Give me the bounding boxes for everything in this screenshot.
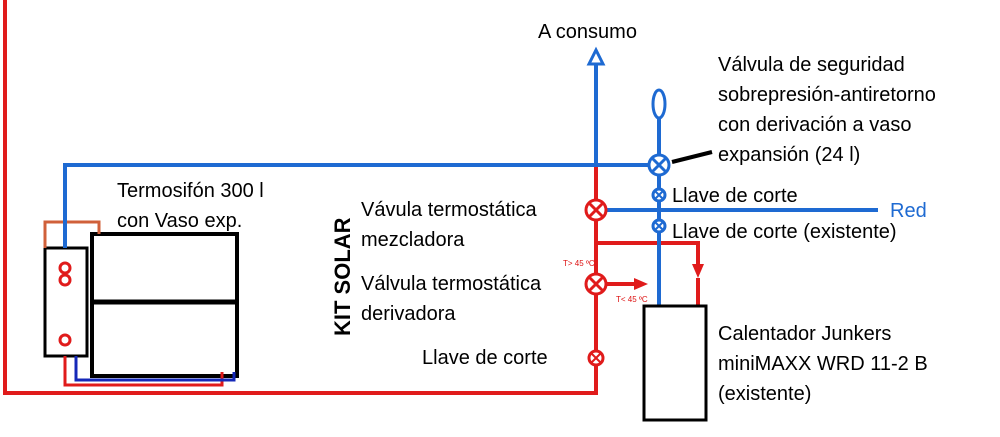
arrow-derivadora xyxy=(634,278,648,290)
solar-collector xyxy=(90,232,239,378)
mixing-valve xyxy=(584,198,608,222)
cold-top-line xyxy=(63,163,659,248)
label-kit-solar: KIT SOLAR xyxy=(330,217,355,336)
llave-corte-bottom xyxy=(587,349,605,367)
label-termosifon-1: Termosifón 300 l xyxy=(117,180,264,202)
return-line xyxy=(74,356,236,382)
label-llave-corte-existente: Llave de corte (existente) xyxy=(672,221,897,243)
label-valvula-seguridad-2: sobrepresión-antiretorno xyxy=(718,84,936,106)
label-t-low: T< 45 ºC xyxy=(616,295,648,304)
label-termosifon-2: con Vaso exp. xyxy=(117,210,242,232)
label-t-high: T> 45 ºC xyxy=(563,259,595,268)
label-calentador-3: (existente) xyxy=(718,383,811,405)
termosifon-tank xyxy=(43,246,89,358)
label-mezcladora-2: mezcladora xyxy=(361,229,465,251)
label-valvula-seguridad-3: con derivación a vaso xyxy=(718,114,911,136)
label-mezcladora-1: Vávula termostática xyxy=(361,199,538,221)
tank-port-mid xyxy=(58,273,72,287)
cold-water-lines xyxy=(63,60,878,306)
collector-frame xyxy=(90,232,239,378)
tank-port-bottom xyxy=(58,333,72,347)
hot-to-heater xyxy=(596,241,700,266)
label-llave-corte: Llave de corte xyxy=(672,185,798,207)
llave-corte-1 xyxy=(651,187,667,203)
safety-valve-leader xyxy=(671,150,713,164)
label-red: Red xyxy=(890,200,927,222)
expansion-vessel xyxy=(651,88,667,120)
calentador-box xyxy=(642,304,708,422)
diverting-valve xyxy=(584,272,608,296)
arrow-consumo xyxy=(586,46,606,66)
label-consumo: A consumo xyxy=(538,21,637,43)
tank-collector-link xyxy=(43,220,101,248)
label-derivadora-1: Válvula termostática xyxy=(361,273,542,295)
llave-corte-existente xyxy=(651,218,667,234)
arrow-to-heater xyxy=(692,264,704,278)
label-calentador-1: Calentador Junkers xyxy=(718,323,891,345)
label-derivadora-2: derivadora xyxy=(361,303,456,325)
label-llave-corte-bottom: Llave de corte xyxy=(422,347,548,369)
label-valvula-seguridad-1: Válvula de seguridad xyxy=(718,54,905,76)
label-calentador-2: miniMAXX WRD 11-2 B xyxy=(718,353,928,375)
label-valvula-seguridad-4: expansión (24 l) xyxy=(718,144,860,166)
safety-valve xyxy=(647,153,671,177)
tank-port-top xyxy=(58,261,72,275)
